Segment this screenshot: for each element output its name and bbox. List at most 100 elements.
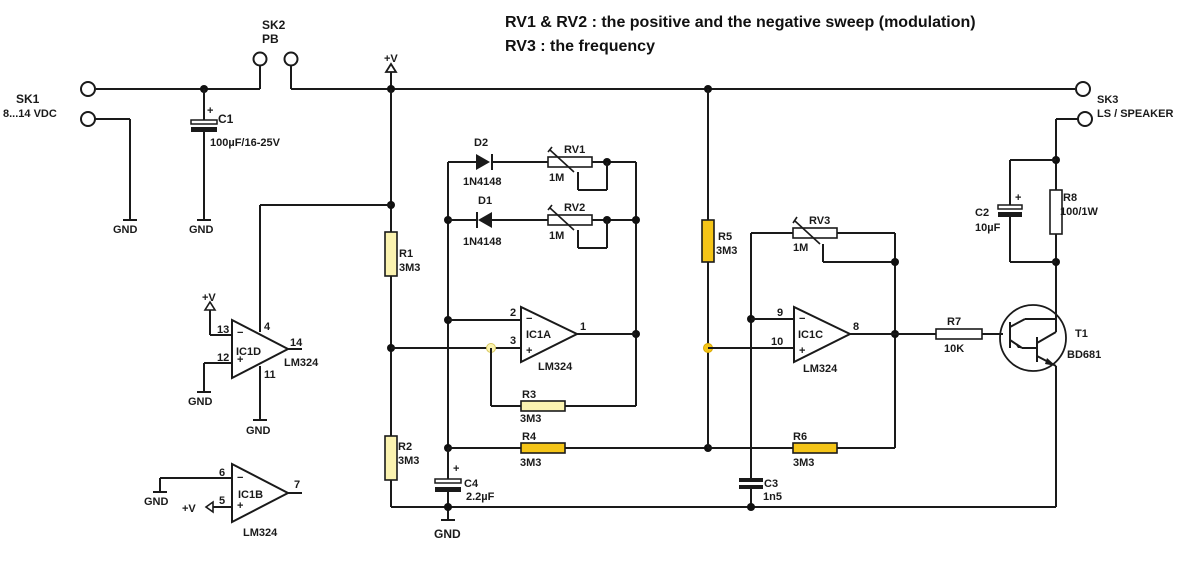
resistor-r6 [792, 442, 838, 454]
c4-ref: C4 [464, 478, 479, 490]
sk1-value: 8...14 VDC [3, 108, 57, 120]
resistor-r3-group: R3 3M3 [490, 348, 636, 425]
transistor-t1-body [999, 304, 1067, 372]
c2-ref: C2 [975, 207, 989, 219]
gnd-label: GND [188, 396, 213, 408]
ic1d-pin-gnd: 11 [264, 369, 276, 381]
d1-ref: D1 [478, 195, 492, 207]
resistor-r7-group: R7 10K [935, 316, 1003, 355]
c4-value: 2.2µF [466, 491, 495, 503]
r4-value: 3M3 [520, 457, 541, 469]
ic1d-pin-vcc: 4 [264, 321, 271, 333]
ic1a-pin-minus: 2 [510, 307, 516, 319]
gnd-label: GND [189, 224, 214, 236]
sk3-value: LS / SPEAKER [1097, 108, 1173, 120]
resistor-r2 [384, 435, 398, 481]
ic1c-pin-plus: 10 [771, 336, 783, 348]
sk2-terminal-a [252, 51, 268, 67]
supply-rail [96, 62, 1075, 90]
ic1a-sign-plus: + [526, 345, 532, 357]
plus-v-label: +V [202, 292, 216, 304]
note-sweep: RV1 & RV2 : the positive and the negativ… [505, 14, 976, 31]
sk2-value: PB [262, 32, 279, 46]
resistor-r3 [520, 400, 566, 412]
resistor-r7 [935, 328, 983, 340]
c3-ref: C3 [764, 478, 778, 490]
ic1d-pin-out: 14 [290, 337, 303, 349]
ic1b-sign-minus: − [237, 472, 243, 484]
rv1-value: 1M [549, 172, 564, 184]
r3-value: 3M3 [520, 413, 541, 425]
r8-ref: R8 [1063, 192, 1077, 204]
r5-value: 3M3 [716, 245, 737, 257]
plus-v-label: +V [384, 53, 398, 65]
gnd-label: GND [246, 425, 271, 437]
sk1-terminal-plus [80, 81, 96, 97]
r8-value: 100/1W [1060, 206, 1099, 218]
connector-sk2: SK2 PB [252, 18, 299, 67]
c3-value: 1n5 [763, 491, 782, 503]
sk2-terminal-b [283, 51, 299, 67]
ic1d-sign-minus: − [237, 327, 243, 339]
ic1b-part: LM324 [243, 527, 278, 539]
r1-ref: R1 [399, 248, 413, 260]
c4-polarity: + [453, 463, 459, 475]
d1-value: 1N4148 [463, 236, 502, 248]
ic1c-part: LM324 [803, 363, 838, 375]
ic1d-pin-minus: 13 [217, 324, 229, 336]
ic1b-pin-minus: 6 [219, 467, 225, 479]
t1-value: BD681 [1067, 349, 1101, 361]
ic1c-sign-plus: + [799, 345, 805, 357]
pot-rv2 [547, 214, 593, 226]
opamp-ic1a: 2 3 1 − + IC1A LM324 [391, 305, 636, 373]
opamp-ic1b: GND +V 6 5 7 − + IC1B LM324 [144, 462, 302, 539]
r2-ref: R2 [398, 441, 412, 453]
sk1-ref: SK1 [16, 92, 40, 106]
diode-d1 [478, 212, 492, 228]
r3-ref: R3 [522, 389, 536, 401]
ic1c-pin-minus: 9 [777, 307, 783, 319]
ic1d-pin-plus: 12 [217, 352, 229, 364]
diode-pot-network: D2 1N4148 RV1 1M D1 1N4148 RV2 1M [444, 137, 640, 452]
pot-rv1 [547, 156, 593, 168]
opamp-ic1c-body [793, 305, 853, 364]
resistor-r8 [1049, 189, 1063, 235]
sk2-ref: SK2 [262, 18, 286, 32]
d2-ref: D2 [474, 137, 488, 149]
gnd-label: GND [144, 496, 169, 508]
pot-rv3 [792, 227, 838, 239]
gnd-label: GND [113, 224, 138, 236]
ic1d-sign-plus: + [237, 354, 243, 366]
ic1a-pin-plus: 3 [510, 335, 516, 347]
c1-polarity: + [207, 105, 213, 117]
rv3-value: 1M [793, 242, 808, 254]
plus-v-marker: +V [384, 53, 398, 89]
sk3-terminal-b [1077, 111, 1093, 127]
ic1b-pin-plus: 5 [219, 495, 225, 507]
opamp-ic1d-body [231, 318, 291, 380]
r7-value: 10K [944, 343, 964, 355]
note-frequency: RV3 : the frequency [505, 38, 655, 55]
rv3-ref: RV3 [809, 215, 830, 227]
c2-polarity: + [1015, 192, 1021, 204]
resistor-r5-group: R5 3M3 [701, 85, 737, 448]
ic1b-pin-out: 7 [294, 479, 300, 491]
resistor-r5 [701, 219, 715, 263]
sk3-terminal-a [1075, 81, 1091, 97]
gnd-label: GND [434, 527, 461, 541]
ic1b-ref: IC1B [238, 489, 263, 501]
transistor-t1: T1 BD681 [999, 304, 1101, 372]
resistor-r1 [384, 231, 398, 277]
r6-ref: R6 [793, 431, 807, 443]
r7-ref: R7 [947, 316, 961, 328]
r4-ref: R4 [522, 431, 537, 443]
sk3-ref: SK3 [1097, 94, 1118, 106]
opamp-ic1d: +V GND GND 13 12 4 11 14 − + IC1D LM324 [188, 204, 391, 437]
divider-r1-r2: R1 3M3 R2 3M3 [384, 85, 420, 507]
r2-value: 3M3 [398, 455, 419, 467]
d2-value: 1N4148 [463, 176, 502, 188]
ic1d-ref: IC1D [236, 346, 261, 358]
c1-ref: C1 [218, 112, 234, 126]
ic1c-sign-minus: − [799, 313, 805, 325]
